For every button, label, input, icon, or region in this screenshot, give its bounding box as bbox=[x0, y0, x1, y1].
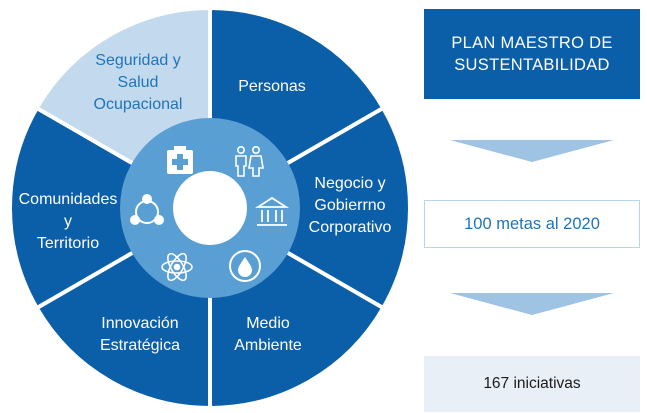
wheel-segment-label: Medio bbox=[246, 315, 290, 332]
iniciativas-box: 167 iniciativas bbox=[424, 356, 640, 412]
water-drop-icon bbox=[229, 250, 261, 282]
wheel-segment-label: Territorio bbox=[37, 235, 99, 252]
plan-maestro-box: PLAN MAESTRO DE SUSTENTABILIDAD bbox=[424, 9, 640, 99]
people-icon bbox=[235, 146, 264, 177]
bank-building-icon bbox=[254, 196, 290, 226]
community-network-icon bbox=[130, 194, 164, 225]
wheel-segment-label: Salud bbox=[118, 74, 159, 91]
wheel-segment-label: Ocupacional bbox=[94, 96, 183, 113]
metas-box: 100 metas al 2020 bbox=[424, 200, 640, 248]
wheel-segment bbox=[8, 105, 215, 311]
wheel-segment-label: Negocio y bbox=[314, 175, 385, 192]
plan-title-line2: SUSTENTABILIDAD bbox=[454, 56, 610, 74]
wheel-segment-label: Ambiente bbox=[234, 337, 302, 354]
wheel-hub bbox=[173, 171, 247, 245]
wheel-segment bbox=[206, 105, 412, 311]
iniciativas-label: 167 iniciativas bbox=[483, 375, 581, 392]
wheel-segment-label: Comunidades bbox=[19, 191, 118, 208]
atom-icon bbox=[161, 252, 193, 282]
wheel-segment-label: Corporativo bbox=[309, 219, 392, 236]
wheel-segment-label: Innovación bbox=[101, 315, 178, 332]
wheel-segment-label: Personas bbox=[238, 78, 306, 95]
metas-label: 100 metas al 2020 bbox=[464, 214, 600, 233]
wheel-segment-label: Seguridad y bbox=[95, 52, 180, 69]
down-arrow-2 bbox=[450, 293, 614, 315]
medical-cross-icon bbox=[167, 146, 193, 174]
wheel-segment-label: y bbox=[64, 213, 72, 230]
plan-title-line1: PLAN MAESTRO DE bbox=[451, 34, 613, 52]
wheel-segment-label: Estratégica bbox=[100, 337, 180, 354]
down-arrow-1 bbox=[450, 140, 614, 162]
wheel-segment-label: Gobierrno bbox=[314, 197, 385, 214]
